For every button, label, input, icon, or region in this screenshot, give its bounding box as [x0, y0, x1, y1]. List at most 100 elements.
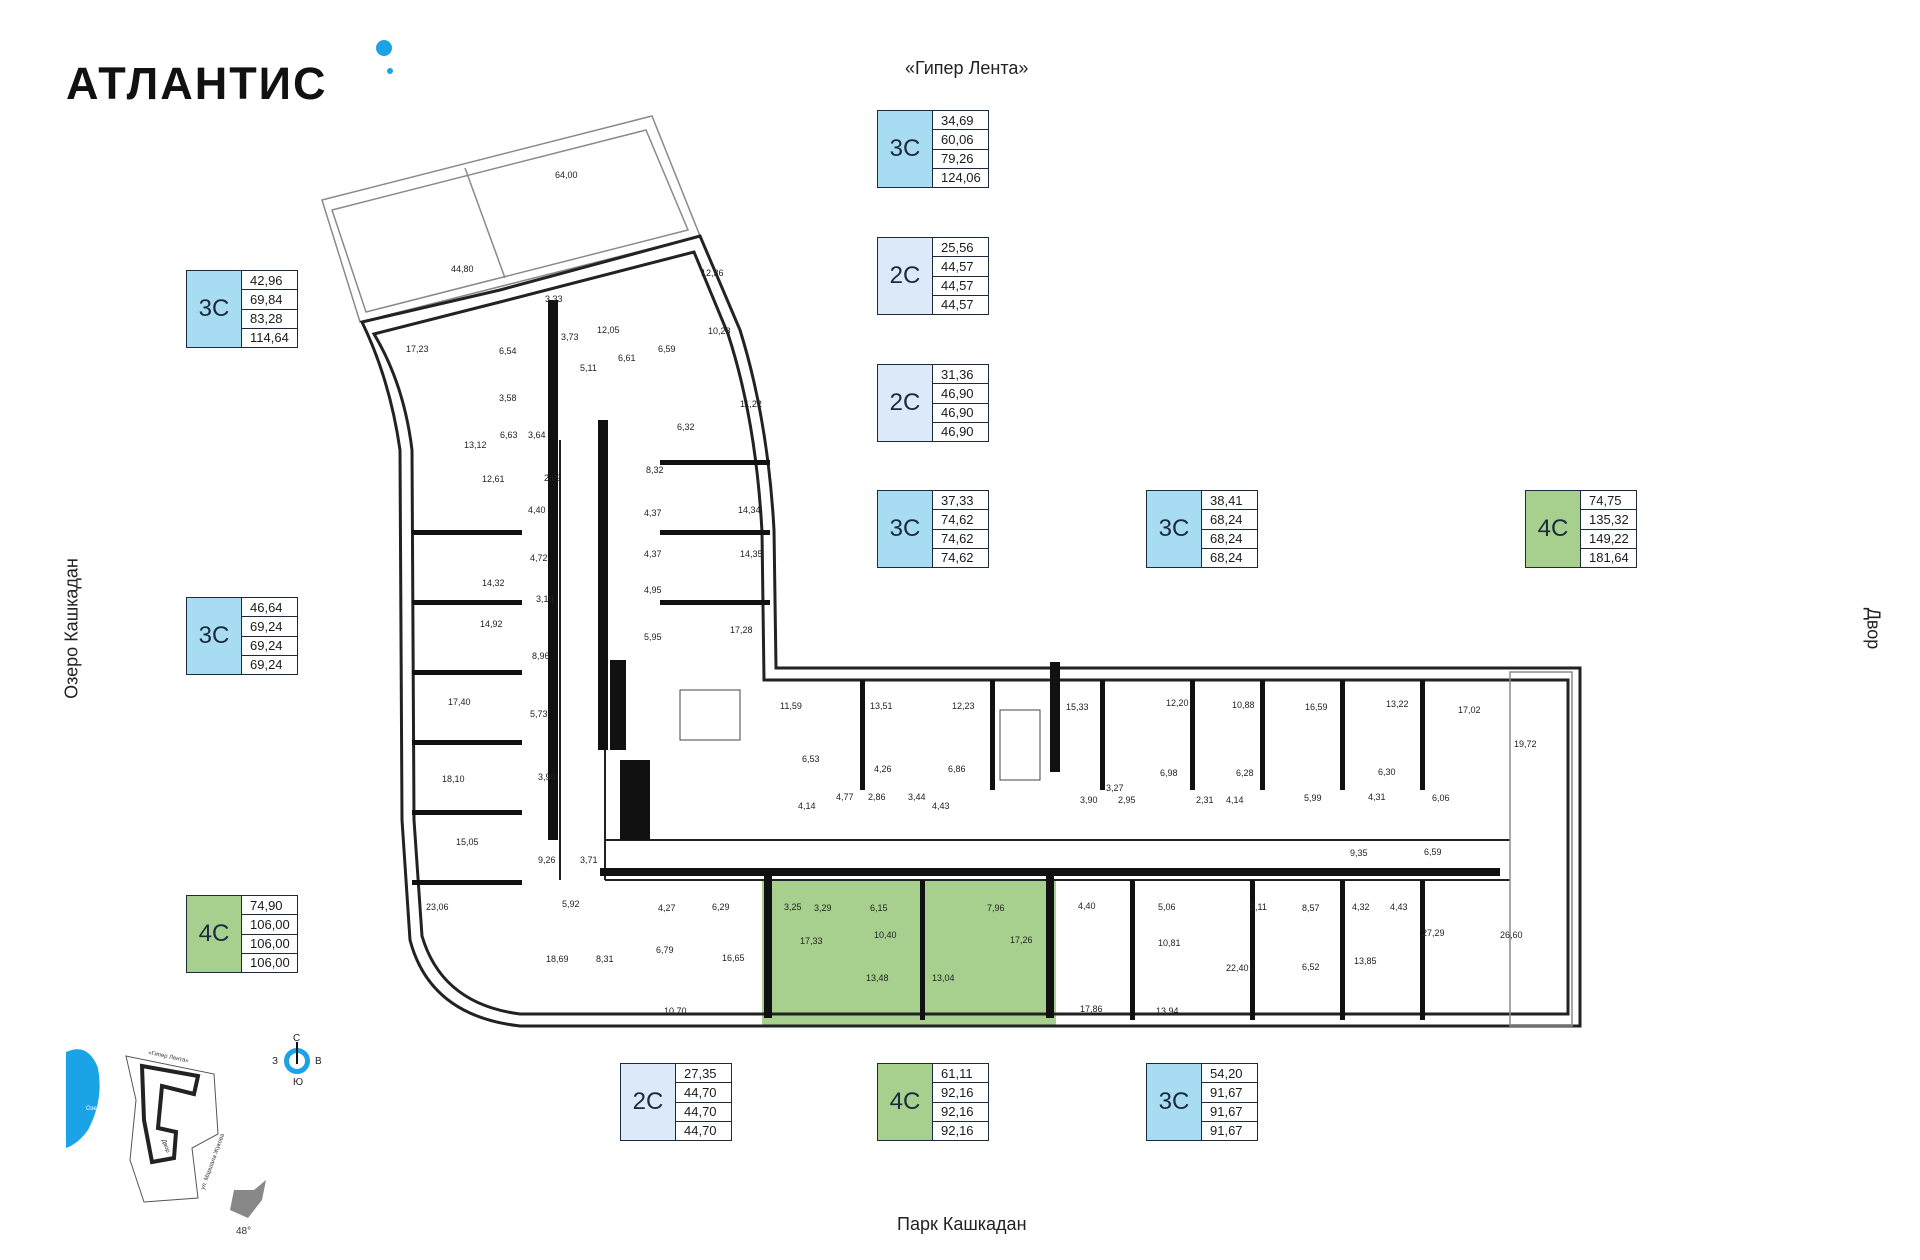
apartment-type: 3С: [187, 598, 242, 674]
room-area-label: 16,65: [722, 953, 745, 963]
apartment-card[interactable]: 3С 46,64 69,24 69,24 69,24: [186, 597, 298, 675]
room-area-label: 3,19: [536, 594, 554, 604]
room-area-label: 5,73: [530, 709, 548, 719]
apartment-areas: 74,90 106,00 106,00 106,00: [242, 896, 297, 972]
apartment-card[interactable]: 4С 74,75 135,32 149,22 181,64: [1525, 490, 1637, 568]
apartment-card[interactable]: 3С 54,20 91,67 91,67 91,67: [1146, 1063, 1258, 1141]
room-area-label: 8,32: [646, 465, 664, 475]
apartment-type: 4С: [878, 1064, 933, 1140]
apartment-type: 4С: [1526, 491, 1581, 567]
minimap-angle-label: 48°: [236, 1226, 251, 1237]
room-area-label: 13,04: [932, 973, 955, 983]
room-area-label: 13,48: [866, 973, 889, 983]
area-full: 181,64: [1589, 550, 1629, 566]
room-area-label: 3,64: [528, 430, 546, 440]
apartment-areas: 74,75 135,32 149,22 181,64: [1581, 491, 1636, 567]
room-area-label: 3,58: [499, 393, 517, 403]
apartment-areas: 42,96 69,84 83,28 114,64: [242, 271, 297, 347]
apartment-card[interactable]: 2С 25,56 44,57 44,57 44,57: [877, 237, 989, 315]
area-full: 46,90: [941, 424, 974, 440]
apartment-card[interactable]: 3С 34,69 60,06 79,26 124,06: [877, 110, 989, 188]
apartment-card[interactable]: 2С 31,36 46,90 46,90 46,90: [877, 364, 989, 442]
minimap-yard-label: Двор: [160, 1139, 171, 1155]
room-area-label: 4,37: [644, 549, 662, 559]
room-area-label: 15,05: [456, 837, 479, 847]
logo-dot-small-icon: [387, 68, 393, 74]
apartment-type: 4С: [187, 896, 242, 972]
area-full: 106,00: [250, 955, 290, 971]
room-area-label: 11,59: [780, 701, 802, 711]
compass-south: Ю: [293, 1077, 304, 1088]
terrace-outline: [321, 115, 702, 323]
apartment-type: 3С: [878, 491, 933, 567]
room-area-label: 2,31: [1196, 795, 1214, 805]
room-area-label: 17,33: [800, 936, 823, 946]
room-area-label: 12,23: [952, 701, 975, 711]
room-area-label: 6,29: [712, 902, 730, 912]
area-with-balcony: 69,24: [242, 637, 297, 656]
room-area-label: 2,11: [1250, 902, 1267, 912]
room-area-label: 17,02: [1458, 705, 1481, 715]
area-total: 44,70: [676, 1083, 731, 1103]
room-area-label: 6,52: [1302, 962, 1320, 972]
area-total: 44,57: [933, 257, 988, 277]
outer-walls: [359, 234, 1582, 1028]
apartment-areas: 34,69 60,06 79,26 124,06: [933, 111, 988, 187]
room-area-label: 4,26: [874, 764, 892, 774]
area-total: 92,16: [933, 1083, 988, 1103]
apartment-card[interactable]: 3С 42,96 69,84 83,28 114,64: [186, 270, 298, 348]
area-with-balcony: 83,28: [242, 310, 297, 329]
room-area-label: 5,11: [580, 363, 597, 373]
apartment-card[interactable]: 4С 74,90 106,00 106,00 106,00: [186, 895, 298, 973]
area-full: 92,16: [941, 1123, 974, 1139]
room-area-label: 4,43: [932, 801, 950, 811]
room-area-label: 13,22: [1386, 699, 1409, 709]
room-area-label: 17,28: [730, 625, 753, 635]
room-area-label: 12,61: [482, 474, 505, 484]
area-full: 44,57: [941, 297, 974, 313]
room-area-label: 6,28: [1236, 768, 1254, 778]
area-full: 74,62: [941, 550, 974, 566]
room-area-label: 4,40: [528, 505, 546, 515]
apartment-areas: 54,20 91,67 91,67 91,67: [1202, 1064, 1257, 1140]
area-with-balcony: 92,16: [933, 1103, 988, 1122]
room-area-label: 10,28: [708, 326, 731, 336]
direction-bottom-label: Парк Кашкадан: [897, 1214, 1027, 1234]
room-area-label: 10,81: [1158, 938, 1181, 948]
room-area-label: 6,32: [677, 422, 695, 432]
room-area-label: 8,57: [1302, 903, 1320, 913]
room-area-label: 6,15: [870, 903, 888, 913]
room-area-label: 14,32: [482, 578, 505, 588]
area-living: 25,56: [933, 238, 988, 258]
minimap-lake-label: Озеро Кашкадан: [86, 1106, 133, 1112]
room-area-label: 6,30: [1378, 767, 1396, 777]
area-living: 37,33: [933, 491, 988, 511]
room-area-label: 27,29: [1422, 928, 1445, 938]
room-area-label: 15,33: [1066, 702, 1089, 712]
room-area-label: 14,92: [480, 619, 503, 629]
area-total: 91,67: [1202, 1083, 1257, 1103]
apartment-card[interactable]: 3С 37,33 74,62 74,62 74,62: [877, 490, 989, 568]
apartment-card[interactable]: 3С 38,41 68,24 68,24 68,24: [1146, 490, 1258, 568]
room-area-label: 2,95: [1118, 795, 1136, 805]
room-area-label: 4,14: [798, 801, 816, 811]
apartment-card[interactable]: 4С 61,11 92,16 92,16 92,16: [877, 1063, 989, 1141]
room-area-label: 8,96: [532, 651, 550, 661]
area-with-balcony: 79,26: [933, 150, 988, 169]
room-area-label: 10,70: [664, 1006, 687, 1016]
area-living: 38,41: [1202, 491, 1257, 511]
area-total: 74,62: [933, 510, 988, 530]
location-minimap: Озеро Кашкадан «Гипер Лента» Двор ул. Ма…: [66, 1049, 266, 1237]
room-area-label: 17,23: [406, 344, 429, 354]
room-area-label: 13,94: [1156, 1006, 1179, 1016]
apartment-card[interactable]: 2С 27,35 44,70 44,70 44,70: [620, 1063, 732, 1141]
compass-north: С: [293, 1033, 301, 1044]
apartment-type: 3С: [878, 111, 933, 187]
room-area-label: 3,44: [908, 792, 926, 802]
apartment-type: 2С: [878, 238, 933, 314]
lake-shape: [66, 1049, 100, 1148]
apartment-areas: 25,56 44,57 44,57 44,57: [933, 238, 988, 314]
area-living: 42,96: [242, 271, 297, 291]
area-with-balcony: 91,67: [1202, 1103, 1257, 1122]
area-full: 69,24: [250, 657, 283, 673]
